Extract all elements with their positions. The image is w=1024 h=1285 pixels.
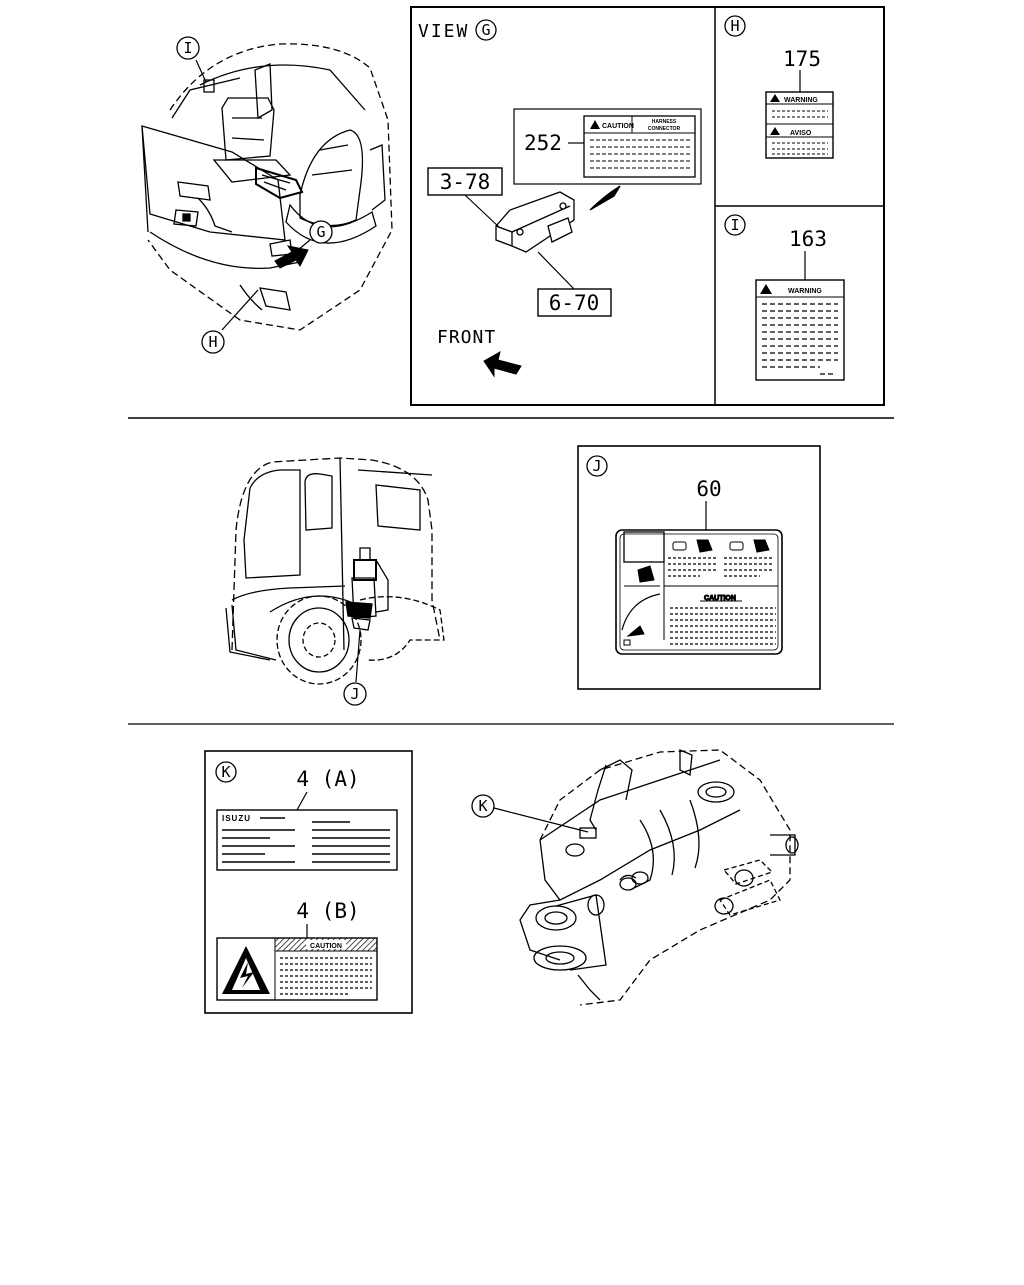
part-number-6-70: 6-70 — [549, 291, 600, 315]
part-number-175: 175 — [783, 47, 821, 71]
isuzu-label-4a: ISUZU — [216, 809, 398, 871]
leader-4a — [296, 791, 308, 811]
callout-g: G — [309, 220, 333, 244]
caution-label-252: CAUTION HARNESS CONNECTOR — [513, 108, 702, 185]
caution-label-252-title: CAUTION — [602, 123, 634, 130]
isuzu-brand-text: ISUZU — [222, 814, 251, 823]
callout-j: J — [343, 682, 367, 706]
arrow-to-view-g — [274, 245, 309, 269]
caution-label-60-title: CAUTION — [704, 595, 736, 602]
callout-g-text: G — [316, 223, 325, 241]
svg-text:H: H — [730, 17, 739, 35]
panel-i-circle: I — [724, 214, 746, 236]
caution-label-4b-title: CAUTION — [310, 943, 342, 950]
panel-h-circle: H — [724, 15, 746, 37]
leader-j — [355, 629, 361, 683]
svg-text:G: G — [481, 21, 490, 39]
leader-k — [493, 807, 589, 833]
part-number-252: 252 — [524, 131, 562, 155]
caution-label-60: CAUTION — [615, 529, 783, 655]
front-arrow — [483, 350, 522, 378]
svg-text:K: K — [478, 797, 487, 815]
leader-3-78 — [464, 194, 501, 229]
part-box-6-70 — [537, 288, 612, 317]
caution-label-4b: CAUTION — [216, 937, 378, 1001]
svg-text:CONNECTOR: CONNECTOR — [648, 126, 681, 132]
svg-text:J: J — [350, 685, 359, 703]
part-number-4b: 4 (B) — [296, 899, 359, 923]
warning-label-175: WARNING AVISO — [765, 91, 834, 159]
svg-text:I: I — [730, 216, 739, 234]
aviso-label-175-title: AVISO — [790, 130, 812, 137]
leader-6-70 — [537, 251, 575, 290]
svg-text:HARNESS: HARNESS — [652, 119, 677, 125]
part-number-3-78: 3-78 — [440, 170, 491, 194]
cab-interior-drawing — [141, 43, 393, 331]
warning-label-163-title: WARNING — [788, 288, 822, 295]
bracket-drawing — [495, 185, 621, 253]
truck-exterior-drawing — [225, 457, 445, 685]
svg-text:K: K — [221, 763, 230, 781]
callout-h-text: H — [208, 333, 217, 351]
panel-k — [204, 750, 413, 1014]
view-g-circle: G — [475, 19, 497, 41]
panel-j-circle: J — [586, 455, 608, 477]
warning-label-175-title: WARNING — [784, 97, 818, 104]
front-label: FRONT — [437, 327, 496, 348]
svg-text:J: J — [592, 457, 601, 475]
leader-lines-top — [195, 59, 311, 331]
warning-label-163: WARNING — [755, 279, 845, 381]
view-g-title: VIEW — [418, 21, 469, 42]
panel-k-circle: K — [215, 761, 237, 783]
engine-drawing — [519, 749, 799, 1006]
part-number-60: 60 — [696, 477, 721, 501]
part-number-163: 163 — [789, 227, 827, 251]
panel-j — [577, 445, 821, 690]
part-number-4a: 4 (A) — [296, 767, 359, 791]
callout-i-top: I — [176, 36, 200, 60]
callout-i-text: I — [183, 39, 192, 57]
callout-k: K — [471, 794, 495, 818]
callout-h: H — [201, 330, 225, 354]
